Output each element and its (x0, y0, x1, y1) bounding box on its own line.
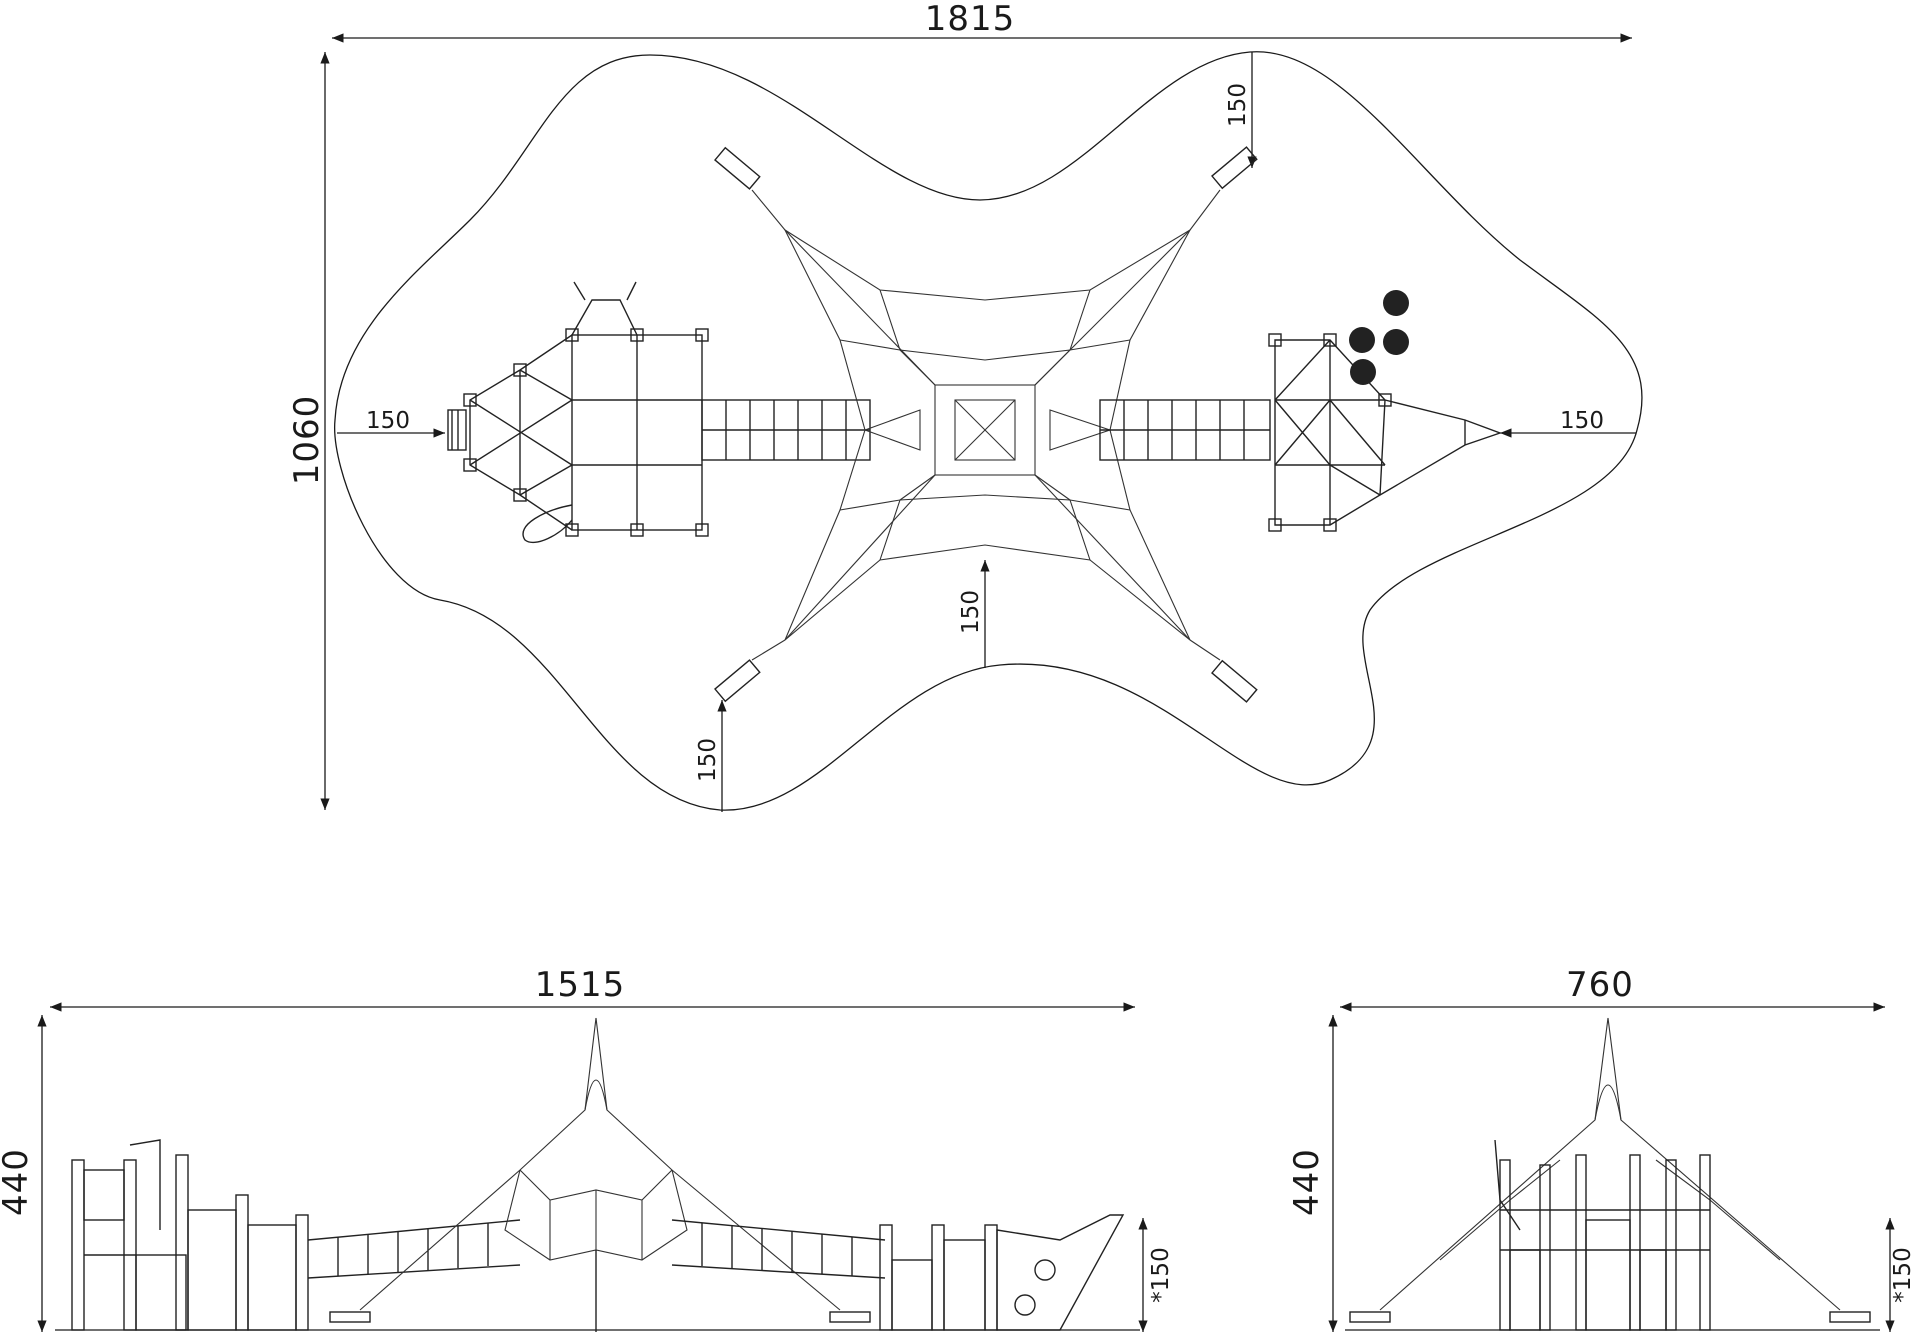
dim-overall-width: 1815 (925, 0, 1016, 39)
dim-clearance-left: 150 (366, 408, 410, 434)
dim-clearance-center: 150 (958, 590, 984, 634)
front-elevation: 1515 440 *150 (0, 965, 1174, 1332)
dim-front-height: 440 (0, 1148, 36, 1216)
stepping-stump (1350, 359, 1376, 385)
dim-front-free-fall: *150 (1148, 1247, 1174, 1302)
stepping-stump (1383, 290, 1409, 316)
stepping-stump (1349, 327, 1375, 353)
stepping-stump (1383, 329, 1409, 355)
dim-side-free-fall: *150 (1890, 1247, 1916, 1302)
right-bridge-plan (1099, 399, 1271, 461)
central-star-net-plan (714, 146, 1258, 703)
dim-side-width: 760 (1566, 965, 1634, 1005)
safety-zone-outline (334, 51, 1643, 811)
dim-side-height: 440 (1287, 1148, 1327, 1216)
dim-clearance-top: 150 (1225, 83, 1251, 127)
left-bridge-plan (701, 399, 871, 461)
side-elevation: 760 440 *150 (1287, 965, 1916, 1332)
dim-clearance-bottom: 150 (695, 738, 721, 782)
right-tower-plan (1268, 290, 1503, 532)
dim-front-width: 1515 (535, 965, 626, 1005)
dim-overall-depth: 1060 (287, 395, 327, 486)
left-tower-plan (447, 281, 709, 544)
plan-view: 1815 1060 150 150 150 150 150 (287, 0, 1643, 812)
dim-clearance-right: 150 (1560, 408, 1604, 434)
